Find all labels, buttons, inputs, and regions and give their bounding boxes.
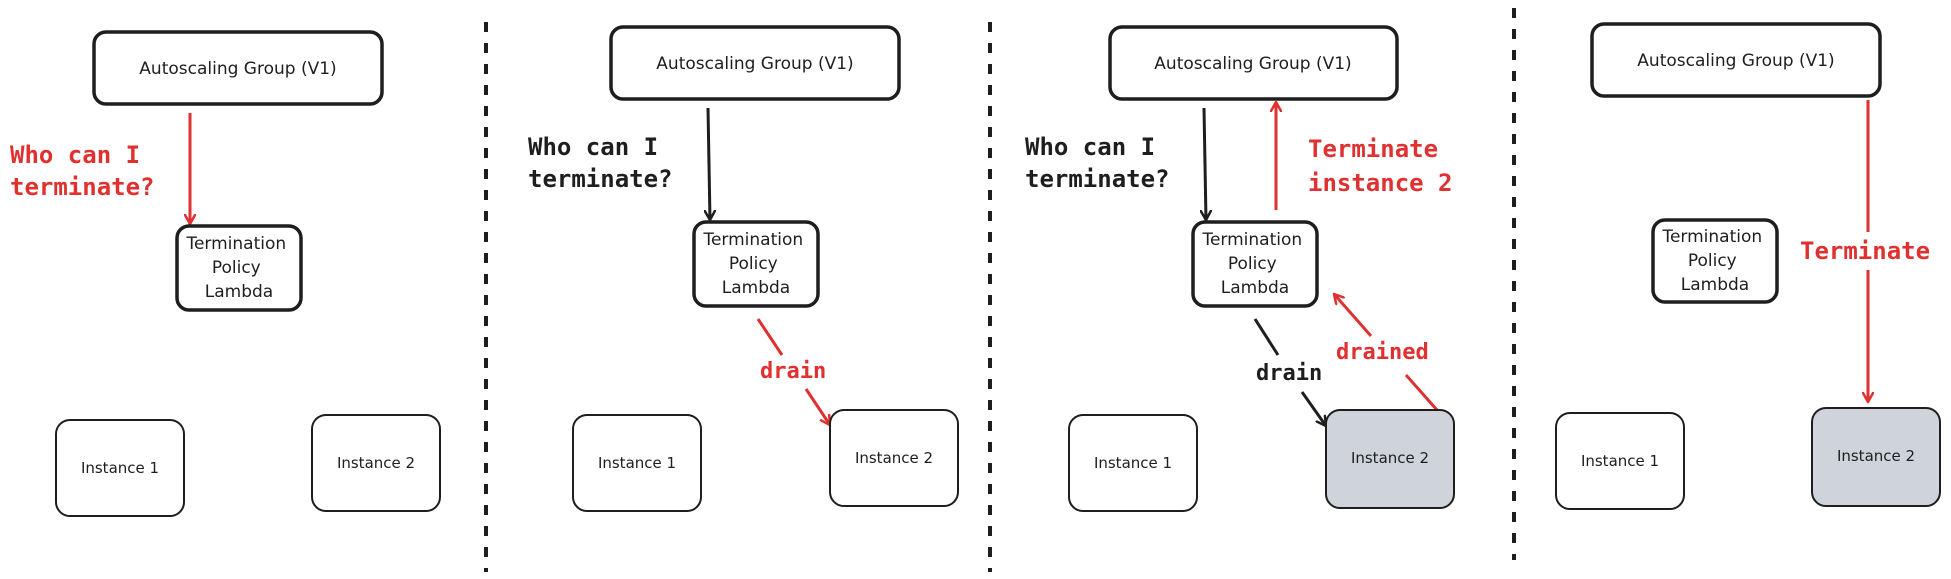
- drained-arrow-lower: [1404, 374, 1439, 411]
- instance-2-label: Instance 2: [1351, 449, 1429, 467]
- instance-1-box: Instance 1: [1555, 412, 1685, 510]
- instance-2-box: Instance 2: [311, 414, 441, 512]
- question-label: Who can I terminate?: [10, 141, 155, 201]
- question-line-1: Who can I: [528, 133, 658, 161]
- policy-line-3: Lambda: [722, 278, 790, 298]
- drain-arrow-top: [1253, 318, 1280, 356]
- termination-policy-lambda-box: Termination Policy Lambda: [692, 220, 820, 308]
- autoscaling-group-box: Autoscaling Group (V1): [92, 30, 384, 106]
- instance-2-label: Instance 2: [337, 454, 415, 472]
- instance-1-box: Instance 1: [572, 414, 702, 512]
- instance-2-label: Instance 2: [1837, 447, 1915, 465]
- instance-1-label: Instance 1: [1094, 454, 1172, 472]
- autoscaling-group-label: Autoscaling Group (V1): [139, 59, 336, 79]
- policy-line-2: Policy: [1228, 254, 1277, 274]
- policy-line-1: Termination: [1201, 230, 1302, 250]
- instance-1-box: Instance 1: [55, 419, 185, 517]
- autoscaling-group-label: Autoscaling Group (V1): [1637, 51, 1834, 71]
- terminate-line-2: instance 2: [1308, 169, 1453, 197]
- termination-policy-lambda-label: Termination Policy Lambda: [1661, 227, 1767, 295]
- question-line-2: terminate?: [10, 173, 155, 201]
- termination-policy-lambda-label: Termination Policy Lambda: [702, 230, 808, 298]
- instance-2-label: Instance 2: [855, 449, 933, 467]
- panel-1: Autoscaling Group (V1) Who can I termina…: [10, 30, 441, 517]
- drained-arrow: [1334, 294, 1373, 337]
- instance-2-box: Instance 2: [829, 409, 959, 507]
- termination-policy-lambda-box: Termination Policy Lambda: [175, 224, 303, 312]
- termination-policy-lambda-box: Termination Policy Lambda: [1651, 218, 1779, 304]
- policy-line-3: Lambda: [205, 282, 273, 302]
- question-label: Who can I terminate?: [528, 133, 673, 193]
- instance-2-box: Instance 2: [1325, 409, 1455, 509]
- policy-line-1: Termination: [702, 230, 803, 250]
- question-label: Who can I terminate?: [1025, 133, 1170, 193]
- query-arrow: [708, 107, 710, 220]
- termination-policy-lambda-label: Termination Policy Lambda: [185, 234, 291, 302]
- autoscaling-group-label: Autoscaling Group (V1): [1154, 54, 1351, 74]
- autoscaling-group-box: Autoscaling Group (V1): [1590, 22, 1882, 98]
- terminate-instance-label: Terminate instance 2: [1308, 135, 1453, 197]
- policy-line-2: Policy: [729, 254, 778, 274]
- drained-label: drained: [1336, 340, 1429, 365]
- drain-arrow: [804, 388, 830, 425]
- instance-1-box: Instance 1: [1068, 414, 1198, 512]
- drain-label: drain: [1256, 361, 1322, 386]
- terminate-line-1: Terminate: [1308, 135, 1438, 163]
- panel-4: Autoscaling Group (V1) Terminate Termina…: [1555, 22, 1941, 510]
- autoscaling-group-box: Autoscaling Group (V1): [609, 25, 901, 101]
- termination-policy-lambda-box: Termination Policy Lambda: [1191, 220, 1319, 308]
- question-line-1: Who can I: [10, 141, 140, 169]
- instance-2-box: Instance 2: [1811, 407, 1941, 507]
- policy-line-2: Policy: [1688, 251, 1737, 271]
- autoscaling-group-box: Autoscaling Group (V1): [1108, 25, 1399, 101]
- autoscaling-group-label: Autoscaling Group (V1): [656, 54, 853, 74]
- drain-label: drain: [760, 359, 826, 384]
- question-line-2: terminate?: [1025, 165, 1170, 193]
- query-arrow: [1204, 107, 1206, 220]
- question-line-2: terminate?: [528, 165, 673, 193]
- instance-1-label: Instance 1: [1581, 452, 1659, 470]
- termination-policy-lambda-label: Termination Policy Lambda: [1201, 230, 1307, 298]
- drain-arrow: [1300, 391, 1326, 426]
- policy-line-3: Lambda: [1681, 275, 1749, 295]
- policy-line-1: Termination: [185, 234, 286, 254]
- terminate-label: Terminate: [1800, 237, 1930, 265]
- question-line-1: Who can I: [1025, 133, 1155, 161]
- instance-1-label: Instance 1: [598, 454, 676, 472]
- policy-line-3: Lambda: [1221, 278, 1289, 298]
- policy-line-1: Termination: [1661, 227, 1762, 247]
- panel-2: Autoscaling Group (V1) Who can I termina…: [528, 25, 959, 512]
- instance-1-label: Instance 1: [81, 459, 159, 477]
- drain-arrow-top: [756, 318, 784, 356]
- policy-line-2: Policy: [212, 258, 261, 278]
- panel-3: Autoscaling Group (V1) Who can I termina…: [1025, 25, 1455, 512]
